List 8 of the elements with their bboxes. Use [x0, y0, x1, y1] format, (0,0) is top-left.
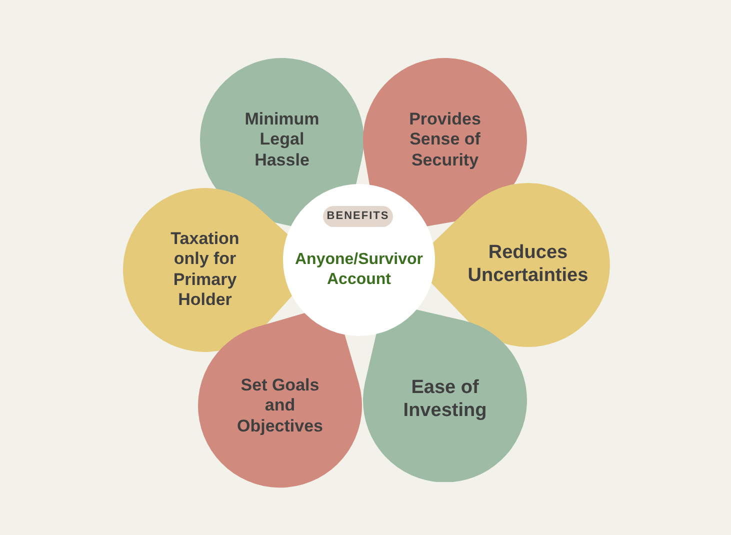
petal-text: Provides Sense of Security: [408, 109, 482, 171]
badge: BENEFITS: [323, 206, 393, 227]
center-title: Anyone/Survivor Account: [294, 250, 424, 290]
petal-text: Taxation only for Primary Holder: [170, 229, 240, 311]
petal-text: Minimum Legal Hassle: [244, 109, 320, 171]
petal-text: Set Goals and Objectives: [236, 375, 324, 437]
petal-text: Reduces Uncertainties: [466, 242, 590, 288]
petal-text: Ease of Investing: [402, 377, 488, 423]
